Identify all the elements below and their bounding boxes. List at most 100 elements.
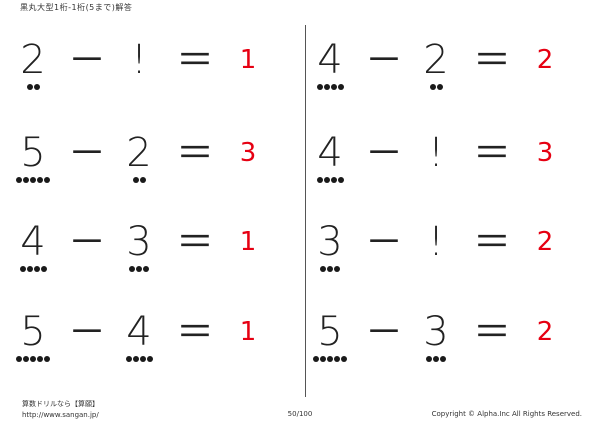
minuend: 4 xyxy=(317,37,343,83)
count-dot xyxy=(334,356,340,362)
equals-sign: ＝ xyxy=(473,38,512,82)
count-dot xyxy=(132,356,139,362)
minuend: 4 xyxy=(20,219,46,265)
count-dots xyxy=(132,177,146,185)
answer: 2 xyxy=(536,45,554,75)
count-dot xyxy=(44,177,50,183)
count-dot xyxy=(440,356,446,362)
subtrahend: 4 xyxy=(126,309,152,355)
minus-sign: － xyxy=(68,310,107,354)
answer: 3 xyxy=(536,138,554,168)
count-dots xyxy=(429,84,443,92)
answer: 1 xyxy=(239,317,257,347)
count-dots xyxy=(129,266,150,274)
count-dot xyxy=(316,84,323,90)
minuend: 5 xyxy=(20,309,46,355)
count-dots xyxy=(316,84,344,92)
count-dot xyxy=(26,266,33,272)
count-dot xyxy=(337,84,344,90)
count-dot xyxy=(146,356,153,362)
count-dot xyxy=(316,177,323,183)
equals-sign: ＝ xyxy=(473,310,512,354)
count-dot xyxy=(37,177,43,183)
subtrahend: 2 xyxy=(126,130,152,176)
count-dot xyxy=(320,266,326,272)
count-dot xyxy=(323,84,330,90)
count-dot xyxy=(19,266,26,272)
minus-sign: － xyxy=(68,38,107,82)
count-dot xyxy=(132,177,139,183)
count-dot xyxy=(429,84,436,90)
count-dot xyxy=(320,356,326,362)
subtrahend: ! xyxy=(427,130,445,176)
count-dot xyxy=(139,356,146,362)
count-dots xyxy=(313,356,348,364)
equals-sign: ＝ xyxy=(176,220,215,264)
copyright-text: Copyright © Alpha.Inc All Rights Reserve… xyxy=(431,410,582,418)
count-dots xyxy=(26,84,40,92)
minus-sign: － xyxy=(365,220,404,264)
count-dot xyxy=(136,266,142,272)
minus-sign: － xyxy=(68,220,107,264)
answer: 3 xyxy=(239,138,257,168)
minuend: 5 xyxy=(317,309,343,355)
minus-sign: － xyxy=(365,131,404,175)
count-dot xyxy=(16,177,22,183)
page-number: 50/100 xyxy=(287,410,313,418)
count-dot xyxy=(334,266,340,272)
subtrahend: 3 xyxy=(126,219,152,265)
answer: 2 xyxy=(536,317,554,347)
minus-sign: － xyxy=(68,131,107,175)
equals-sign: ＝ xyxy=(473,131,512,175)
answer: 1 xyxy=(239,45,257,75)
subtrahend: ! xyxy=(427,219,445,265)
count-dot xyxy=(30,177,36,183)
problem-row: 4 －! ＝ 3 xyxy=(315,133,585,183)
minuend: 5 xyxy=(20,130,46,176)
count-dots xyxy=(16,177,51,185)
count-dot xyxy=(313,356,319,362)
count-dot xyxy=(330,177,337,183)
count-dot xyxy=(129,266,135,272)
subtrahend: ! xyxy=(130,37,148,83)
problem-row: 3 －! ＝ 2 xyxy=(315,222,585,272)
problem-row: 2－!＝1 xyxy=(18,40,288,90)
equals-sign: ＝ xyxy=(473,220,512,264)
count-dot xyxy=(37,356,43,362)
minuend: 3 xyxy=(317,219,343,265)
count-dot xyxy=(323,177,330,183)
problem-row: 4－2＝2 xyxy=(315,40,585,90)
count-dots xyxy=(125,356,153,364)
count-dot xyxy=(44,356,50,362)
count-dot xyxy=(125,356,132,362)
count-dot xyxy=(433,356,439,362)
count-dot xyxy=(139,177,146,183)
problem-row: 5 － 3 ＝ 2 xyxy=(313,309,585,364)
count-dot xyxy=(337,177,344,183)
answer: 2 xyxy=(536,227,554,257)
count-dot xyxy=(327,266,333,272)
count-dot xyxy=(33,266,40,272)
count-dot xyxy=(426,356,432,362)
equals-sign: ＝ xyxy=(176,131,215,175)
count-dot xyxy=(26,84,33,90)
count-dot xyxy=(23,177,29,183)
count-dot xyxy=(341,356,347,362)
problem-row: 4 － 3 ＝ 1 xyxy=(18,222,288,272)
count-dot xyxy=(33,84,40,90)
equals-sign: ＝ xyxy=(176,310,215,354)
problem-row: 5 － 4 ＝ 1 xyxy=(16,309,288,364)
subtrahend: 3 xyxy=(423,309,449,355)
count-dot xyxy=(23,356,29,362)
count-dot xyxy=(143,266,149,272)
page-header-title: 黒丸大型1桁-1桁(5まで)解答 xyxy=(20,3,133,12)
count-dots xyxy=(16,356,51,364)
count-dot xyxy=(40,266,47,272)
answer: 1 xyxy=(239,227,257,257)
count-dots xyxy=(320,266,341,274)
count-dot xyxy=(330,84,337,90)
footer-url[interactable]: http://www.sangan.jp/ xyxy=(22,411,99,419)
column-divider xyxy=(305,25,306,397)
minus-sign: － xyxy=(365,310,404,354)
minuend: 4 xyxy=(317,130,343,176)
